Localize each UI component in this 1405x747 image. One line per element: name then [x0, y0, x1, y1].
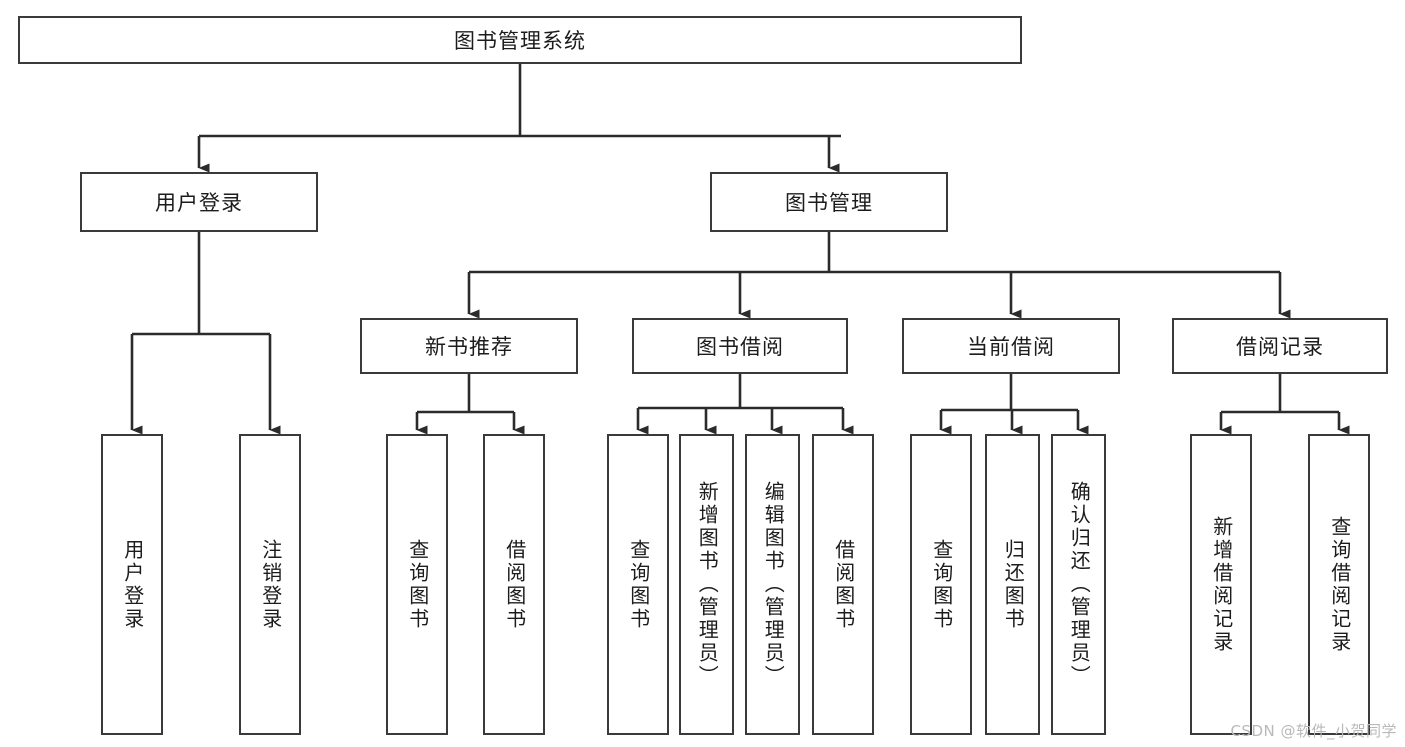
node-leaf-borrow-books-recommend-label: 借阅图书 [502, 538, 527, 631]
node-level3-book-borrow[interactable]: 图书借阅 [632, 318, 848, 374]
node-leaf-user-login[interactable]: 用户登录 [101, 434, 163, 735]
node-leaf-query-books-current-label: 查询图书 [929, 538, 954, 631]
node-leaf-add-borrow-record-label: 新增借阅记录 [1209, 515, 1234, 654]
node-level3-book-borrow-label: 图书借阅 [696, 335, 784, 359]
node-level3-current-borrow[interactable]: 当前借阅 [902, 318, 1120, 374]
node-leaf-query-books-current[interactable]: 查询图书 [910, 434, 972, 735]
node-level3-new-book-recommend-label: 新书推荐 [425, 335, 513, 359]
node-level2-user-login-label: 用户登录 [155, 191, 243, 215]
node-leaf-add-borrow-record[interactable]: 新增借阅记录 [1190, 434, 1252, 735]
node-level3-borrow-records-label: 借阅记录 [1236, 335, 1324, 359]
node-leaf-add-book-admin-label: 新增图书（管理员） [695, 481, 720, 688]
node-leaf-return-books-label: 归还图书 [1001, 538, 1026, 631]
node-leaf-borrow-books-label: 借阅图书 [831, 538, 856, 631]
node-leaf-borrow-books-recommend[interactable]: 借阅图书 [483, 434, 545, 735]
node-level3-current-borrow-label: 当前借阅 [967, 335, 1055, 359]
node-leaf-borrow-books[interactable]: 借阅图书 [812, 434, 874, 735]
node-leaf-confirm-return-admin[interactable]: 确认归还（管理员） [1051, 434, 1106, 735]
node-root[interactable]: 图书管理系统 [18, 16, 1022, 64]
node-leaf-logout-label: 注销登录 [258, 538, 283, 631]
node-leaf-return-books[interactable]: 归还图书 [985, 434, 1040, 735]
node-root-label: 图书管理系统 [454, 29, 586, 53]
node-leaf-confirm-return-admin-label: 确认归还（管理员） [1067, 481, 1092, 688]
node-level2-book-management-label: 图书管理 [785, 191, 873, 215]
node-leaf-query-books-recommend[interactable]: 查询图书 [386, 434, 448, 735]
node-leaf-user-login-label: 用户登录 [120, 538, 145, 631]
watermark-text: CSDN @软件_小贺同学 [1230, 722, 1397, 740]
node-level2-user-login[interactable]: 用户登录 [80, 172, 318, 232]
node-level2-book-management[interactable]: 图书管理 [710, 172, 948, 232]
node-leaf-query-borrow-record[interactable]: 查询借阅记录 [1308, 434, 1370, 735]
node-leaf-query-borrow-record-label: 查询借阅记录 [1327, 515, 1352, 654]
node-leaf-query-books-borrow-label: 查询图书 [626, 538, 651, 631]
node-leaf-add-book-admin[interactable]: 新增图书（管理员） [679, 434, 734, 735]
node-level3-borrow-records[interactable]: 借阅记录 [1172, 318, 1388, 374]
node-leaf-logout[interactable]: 注销登录 [239, 434, 301, 735]
node-leaf-query-books-borrow[interactable]: 查询图书 [607, 434, 669, 735]
node-leaf-edit-book-admin[interactable]: 编辑图书（管理员） [745, 434, 800, 735]
node-level3-new-book-recommend[interactable]: 新书推荐 [360, 318, 578, 374]
node-leaf-edit-book-admin-label: 编辑图书（管理员） [761, 481, 786, 688]
node-leaf-query-books-recommend-label: 查询图书 [405, 538, 430, 631]
